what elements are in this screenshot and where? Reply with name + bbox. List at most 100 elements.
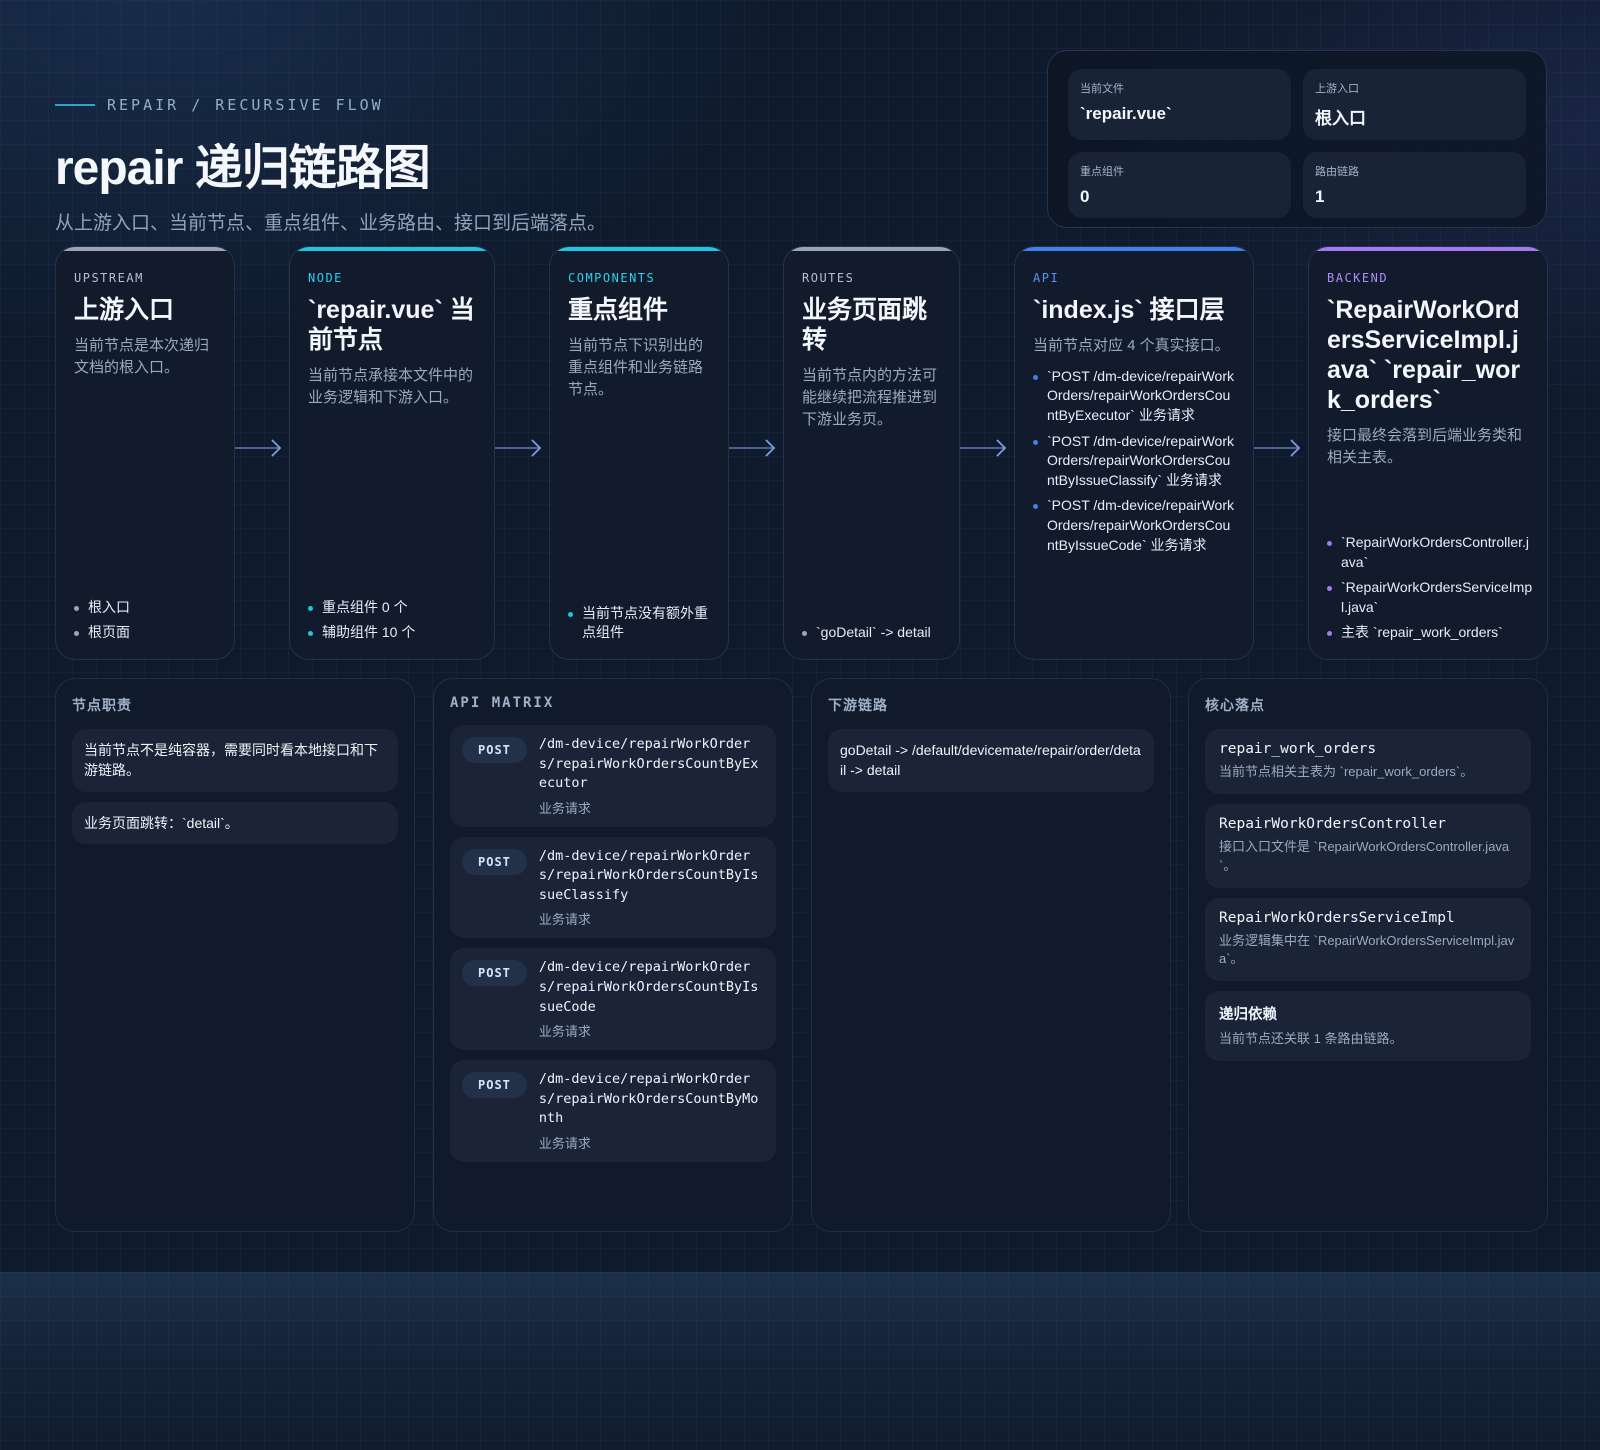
panel-node-duty: 节点职责 当前节点不是纯容器，需要同时看本地接口和下游链路。 业务页面跳转：`d…	[55, 678, 415, 1232]
card-description: 当前节点是本次递归文档的根入口。	[74, 337, 210, 376]
card-title: `RepairWorkOrdersServiceImpl.java` `repa…	[1327, 296, 1521, 414]
flow-card-api: API `index.js` 接口层 当前节点对应 4 个真实接口。 `POST…	[1014, 246, 1254, 660]
panel-downstream: 下游链路 goDetail -> /default/devicemate/rep…	[811, 678, 1171, 1232]
card-description: 接口最终会落到后端业务类和相关主表。	[1327, 427, 1523, 466]
stat-value: 根入口	[1315, 109, 1366, 128]
core-item-desc: 接口入口文件是 `RepairWorkOrdersController.java…	[1219, 838, 1510, 873]
core-item: RepairWorkOrdersController 接口入口文件是 `Repa…	[1205, 803, 1531, 888]
card-tag: UPSTREAM	[74, 271, 144, 285]
flow-card-upstream: UPSTREAM 上游入口 当前节点是本次递归文档的根入口。 根入口 根页面	[55, 246, 235, 660]
stat-current-file: 当前文件 `repair.vue`	[1068, 69, 1291, 140]
stat-key-components: 重点组件 0	[1068, 152, 1291, 218]
bullet-item: 根页面	[74, 623, 220, 643]
eyebrow: REPAIR / RECURSIVE FLOW	[55, 96, 606, 114]
panel-title: 核心落点	[1205, 697, 1265, 713]
panel-title: API MATRIX	[450, 695, 555, 711]
card-tag: BACKEND	[1327, 271, 1389, 285]
card-bullets: `POST /dm-device/repairWorkOrders/repair…	[1033, 367, 1235, 555]
card-tag: ROUTES	[802, 271, 855, 285]
downstream-note: goDetail -> /default/devicemate/repair/o…	[828, 729, 1154, 792]
bullet-item: 主表 `repair_work_orders`	[1327, 623, 1533, 643]
api-path: /dm-device/repairWorkOrders/repairWorkOr…	[538, 1071, 759, 1127]
flow-card-node: NODE `repair.vue` 当前节点 当前节点承接本文件中的业务逻辑和下…	[289, 246, 495, 660]
card-description: 当前节点承接本文件中的业务逻辑和下游入口。	[308, 367, 474, 406]
bullet-item: 根入口	[74, 598, 220, 618]
api-caption: 业务请求	[538, 1135, 591, 1151]
page-header: REPAIR / RECURSIVE FLOW repair 递归链路图 从上游…	[55, 96, 606, 235]
api-matrix-item: POST /dm-device/repairWorkOrders/repairW…	[450, 948, 776, 1051]
api-matrix-item: POST /dm-device/repairWorkOrders/repairW…	[450, 1060, 776, 1162]
http-method-badge: POST	[462, 960, 527, 987]
flow-arrow-icon	[1254, 439, 1301, 457]
panel-title: 下游链路	[828, 697, 888, 713]
bullet-item: 重点组件 0 个	[308, 598, 480, 618]
card-tag: COMPONENTS	[568, 271, 656, 285]
background-footer-band	[0, 1272, 1600, 1450]
flow-card-backend: BACKEND `RepairWorkOrdersServiceImpl.jav…	[1308, 246, 1548, 660]
stat-label: 路由链路	[1315, 166, 1359, 178]
api-matrix-item: POST /dm-device/repairWorkOrders/repairW…	[450, 836, 776, 939]
card-description: 当前节点下识别出的重点组件和业务链路节点。	[568, 337, 704, 398]
stat-label: 上游入口	[1315, 83, 1359, 95]
card-bullets: 根入口 根页面	[74, 592, 220, 643]
core-item: 递归依赖 当前节点还关联 1 条路由链路。	[1205, 991, 1531, 1062]
bullet-item: `RepairWorkOrdersServiceImpl.java`	[1327, 578, 1533, 617]
card-tag: API	[1033, 271, 1060, 285]
api-caption: 业务请求	[538, 912, 591, 928]
stat-value: `repair.vue`	[1080, 104, 1172, 123]
card-title: 业务页面跳转	[802, 296, 928, 354]
core-item-name: RepairWorkOrdersController	[1219, 815, 1446, 832]
stat-value: 1	[1315, 187, 1325, 206]
core-item-desc: 当前节点相关主表为 `repair_work_orders`。	[1219, 764, 1474, 779]
bullet-item: `goDetail` -> detail	[802, 623, 945, 643]
flow-card-components: COMPONENTS 重点组件 当前节点下识别出的重点组件和业务链路节点。 当前…	[549, 246, 729, 660]
flow-card-routes: ROUTES 业务页面跳转 当前节点内的方法可能继续把流程推进到下游业务页。 `…	[783, 246, 960, 660]
card-bullets: 当前节点没有额外重点组件	[568, 598, 714, 643]
eyebrow-text: REPAIR / RECURSIVE FLOW	[107, 96, 384, 114]
stat-upstream-entry: 上游入口 根入口	[1303, 69, 1526, 140]
api-path: /dm-device/repairWorkOrders/repairWorkOr…	[538, 959, 759, 1015]
card-description: 当前节点对应 4 个真实接口。	[1033, 337, 1230, 354]
core-item: repair_work_orders 当前节点相关主表为 `repair_wor…	[1205, 729, 1531, 794]
bullet-item: `RepairWorkOrdersController.java`	[1327, 533, 1533, 572]
card-title: 上游入口	[74, 296, 175, 324]
card-bullets: 重点组件 0 个 辅助组件 10 个	[308, 592, 480, 643]
stat-label: 重点组件	[1080, 166, 1124, 178]
bullet-item: 辅助组件 10 个	[308, 623, 480, 643]
core-item-name: 递归依赖	[1219, 1007, 1277, 1024]
http-method-badge: POST	[462, 848, 527, 875]
core-item-name: RepairWorkOrdersServiceImpl	[1219, 909, 1455, 926]
card-tag: NODE	[308, 271, 343, 285]
api-path: /dm-device/repairWorkOrders/repairWorkOr…	[538, 847, 759, 903]
card-title: 重点组件	[568, 296, 669, 324]
http-method-badge: POST	[462, 737, 527, 763]
api-matrix-item: POST /dm-device/repairWorkOrders/repairW…	[450, 725, 776, 827]
flow-arrow-icon	[729, 439, 776, 457]
bullet-item: 当前节点没有额外重点组件	[568, 604, 714, 643]
bullet-item: `POST /dm-device/repairWorkOrders/repair…	[1033, 496, 1235, 555]
panel-title: 节点职责	[72, 697, 132, 713]
card-bullets: `RepairWorkOrdersController.java` `Repai…	[1327, 527, 1533, 643]
card-bullets: `goDetail` -> detail	[802, 617, 945, 643]
panel-core-landing: 核心落点 repair_work_orders 当前节点相关主表为 `repai…	[1188, 678, 1548, 1232]
page-title: repair 递归链路图	[55, 142, 431, 195]
page-subtitle: 从上游入口、当前节点、重点组件、业务路由、接口到后端落点。	[55, 213, 607, 234]
eyebrow-line	[55, 104, 95, 106]
flow-arrow-icon	[235, 439, 282, 457]
core-item-desc: 当前节点还关联 1 条路由链路。	[1219, 1031, 1403, 1047]
stat-value: 0	[1080, 187, 1090, 206]
core-item-name: repair_work_orders	[1219, 741, 1377, 757]
bullet-item: `POST /dm-device/repairWorkOrders/repair…	[1033, 367, 1235, 426]
api-caption: 业务请求	[538, 800, 591, 816]
summary-stats: 当前文件 `repair.vue` 上游入口 根入口 重点组件 0 路由链路 1	[1047, 50, 1547, 228]
card-title: `repair.vue` 当前节点	[308, 296, 475, 354]
card-title: `index.js` 接口层	[1033, 296, 1225, 324]
card-description: 当前节点内的方法可能继续把流程推进到下游业务页。	[802, 367, 938, 428]
bullet-item: `POST /dm-device/repairWorkOrders/repair…	[1033, 432, 1235, 491]
flow-arrow-icon	[960, 439, 1007, 457]
duty-note: 业务页面跳转：`detail`。	[72, 801, 398, 844]
http-method-badge: POST	[462, 1072, 527, 1099]
stat-label: 当前文件	[1080, 83, 1124, 95]
core-item-desc: 业务逻辑集中在 `RepairWorkOrdersServiceImpl.jav…	[1219, 932, 1515, 967]
duty-note: 当前节点不是纯容器，需要同时看本地接口和下游链路。	[72, 729, 398, 792]
